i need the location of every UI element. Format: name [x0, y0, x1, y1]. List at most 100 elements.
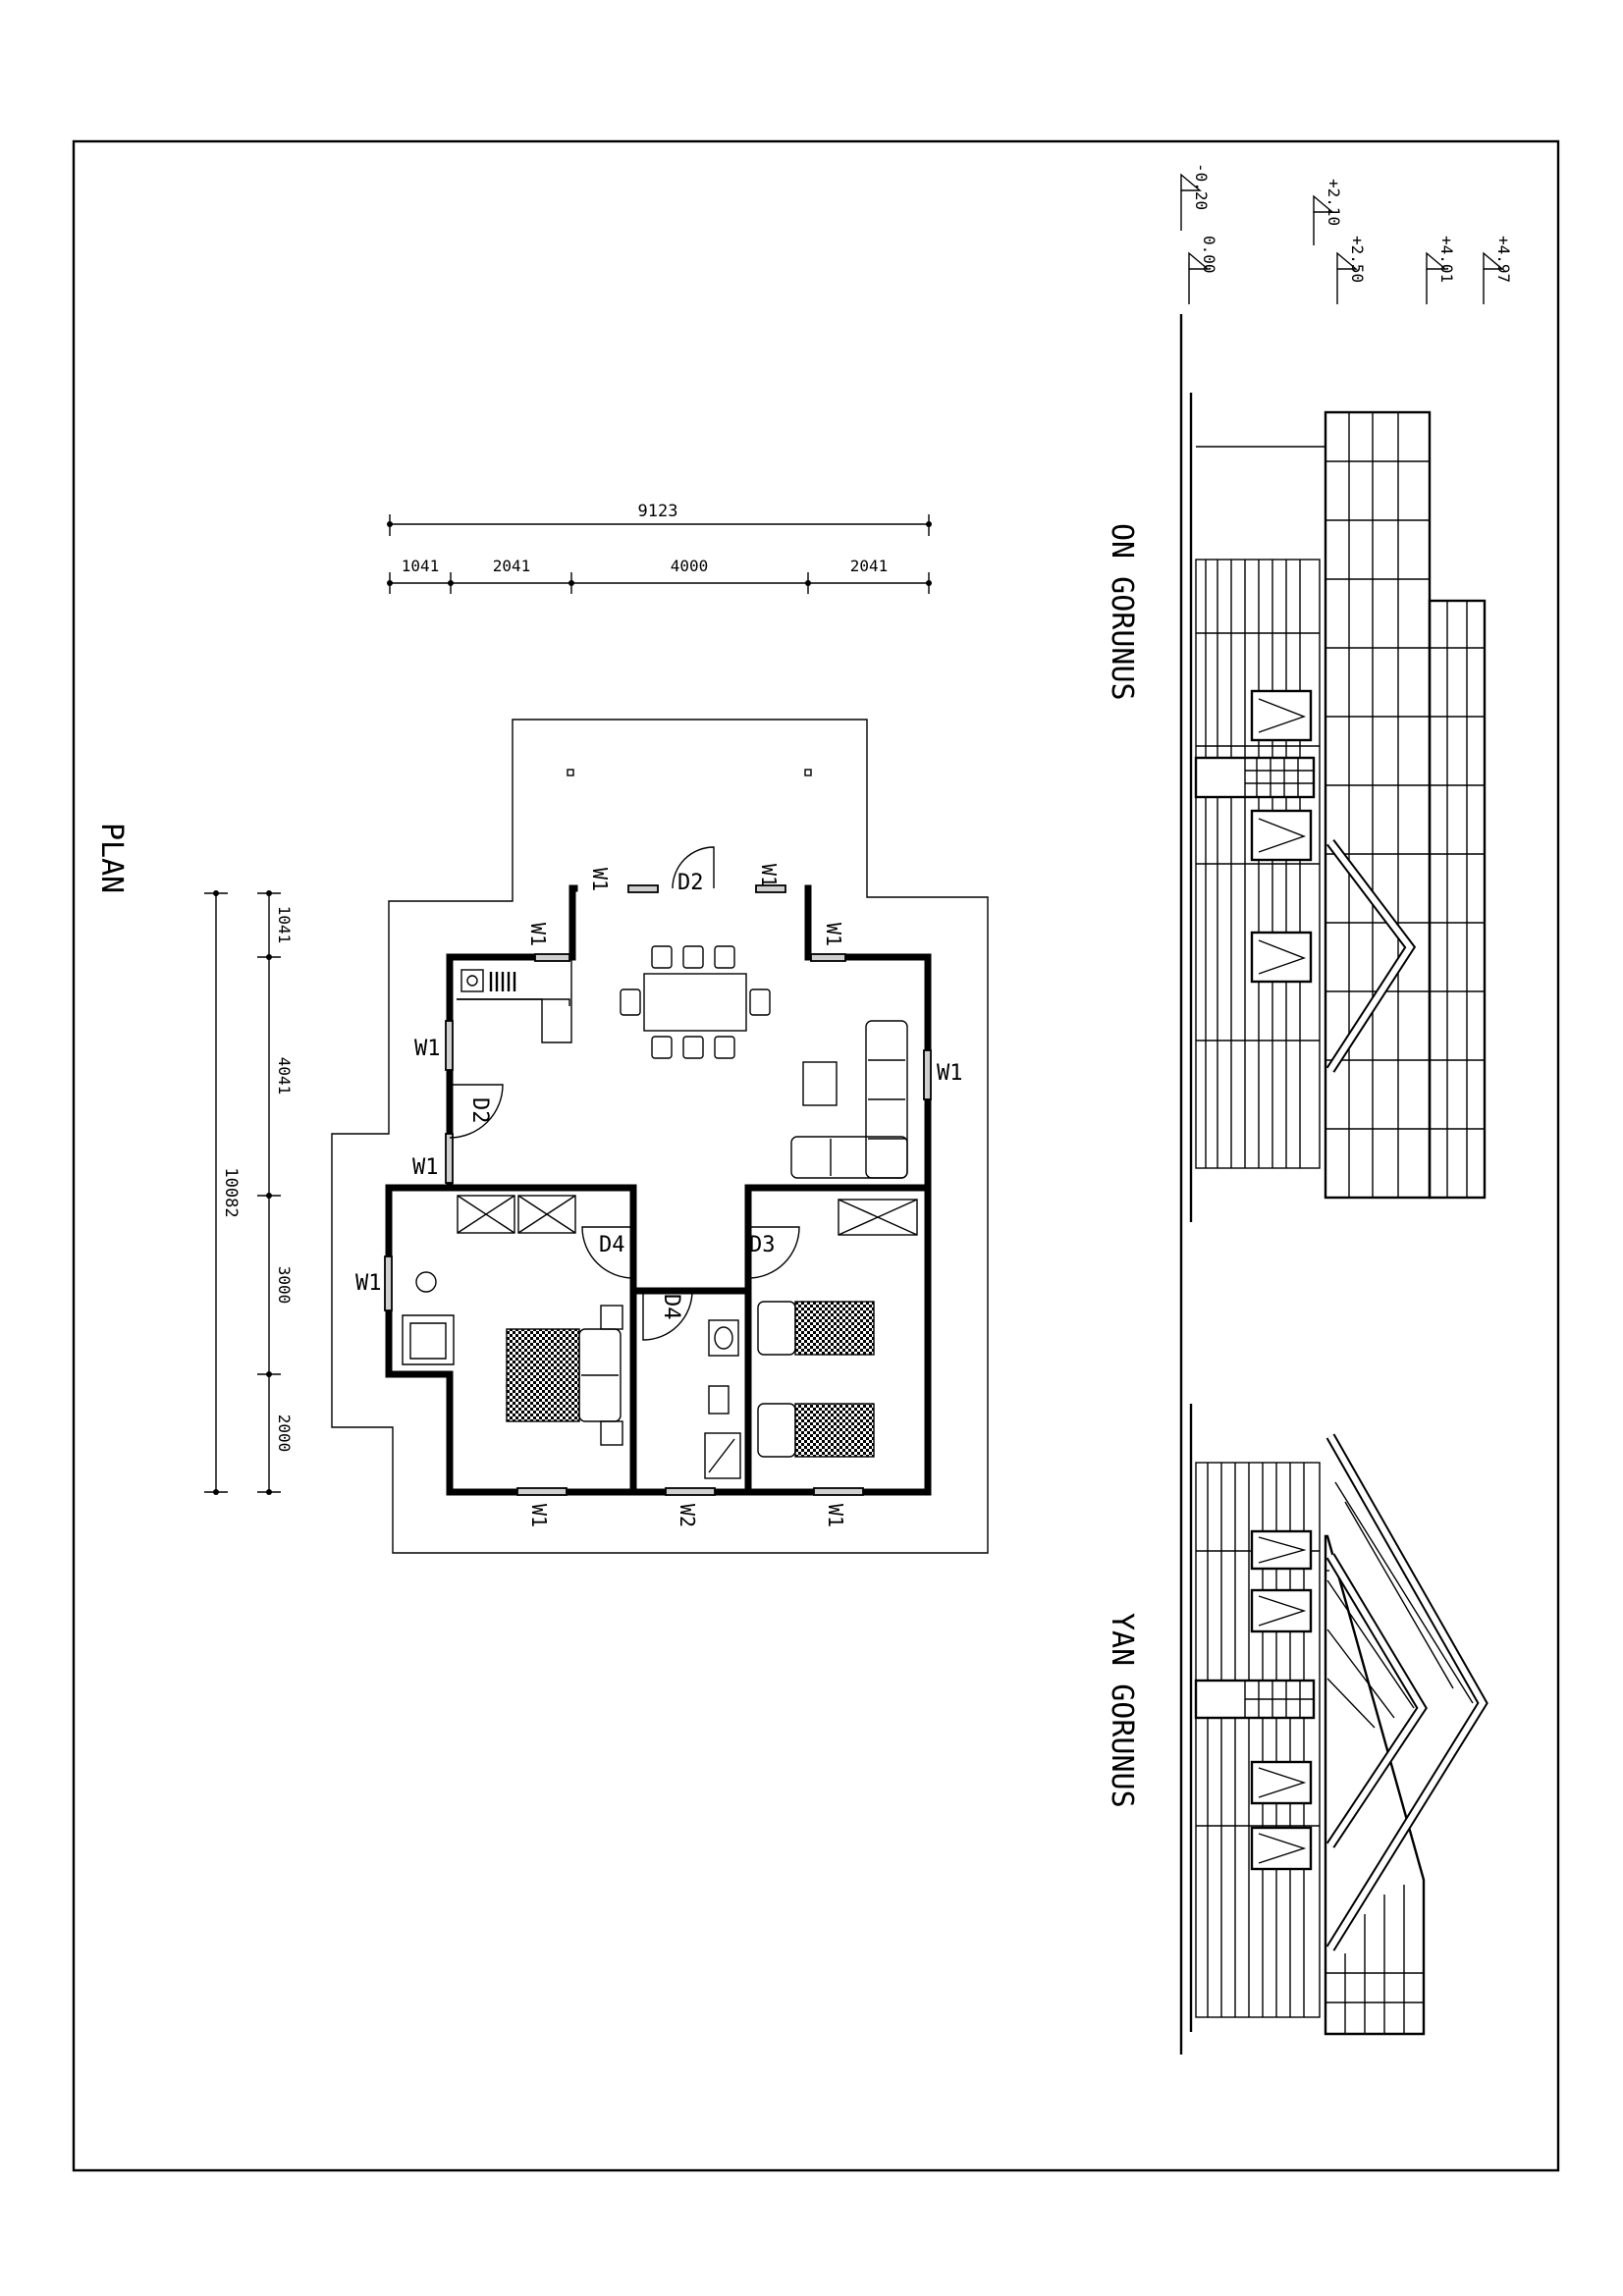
dim-label: 3000 [275, 1266, 294, 1305]
counter [457, 960, 572, 1043]
window [665, 1487, 716, 1496]
window [534, 953, 570, 962]
level-marker: +4.97 [1483, 236, 1513, 304]
bedroom-left [402, 1195, 623, 1446]
doors [449, 846, 800, 1341]
dim-label: 2041 [493, 557, 531, 575]
level-marker: +2.10 [1313, 179, 1343, 245]
dim-label: 1041 [275, 906, 294, 944]
level-markers: -0.20 0.00 +2.10 +2.50 +4.01 [1180, 163, 1513, 304]
wall-siding [1196, 1463, 1320, 2017]
door-swing [672, 846, 715, 889]
window-label: W1 [822, 923, 845, 946]
dim-label: 1041 [402, 557, 440, 575]
nightstand [600, 1420, 623, 1446]
front-elevation-title: ON GORUNUS [1105, 523, 1139, 701]
single-bed [794, 1403, 875, 1458]
door-labels: D2 D2 D4 D3 D4 [467, 871, 776, 1320]
window-label: W1 [527, 1504, 551, 1527]
counter [457, 998, 570, 1006]
sheet-border [72, 139, 1560, 2172]
window-label: W1 [414, 1037, 441, 1061]
entrance-door [1194, 756, 1316, 799]
single-bed [794, 1301, 875, 1356]
column-marker [804, 769, 812, 776]
window-label: W1 [757, 864, 781, 887]
door-label: D4 [599, 1233, 625, 1257]
side-elevation [1189, 1404, 1488, 2036]
dim-label: 4000 [671, 557, 709, 575]
window-label: W2 [676, 1504, 699, 1527]
sink-drain [466, 975, 478, 987]
dim-label: 2000 [275, 1415, 294, 1453]
window [384, 1255, 393, 1311]
dim-label: 2041 [850, 557, 889, 575]
wall-siding [1196, 560, 1320, 1168]
window [923, 1049, 932, 1100]
window [516, 1487, 568, 1496]
dimensions-horizontal: 9123 1041 2041 4000 2041 [387, 502, 932, 594]
door-swing [747, 1226, 800, 1279]
dimensions-vertical: 10082 1041 4041 3000 2000 [204, 890, 294, 1495]
door-label: D4 [659, 1294, 683, 1320]
side-elevation-title: YAN GORUNUS [1105, 1613, 1139, 1808]
plan-title: PLAN [94, 823, 129, 893]
level-marker: +4.01 [1426, 236, 1456, 304]
door-swing [449, 1084, 504, 1139]
window-label: W1 [937, 1061, 963, 1086]
window-label: W1 [588, 868, 612, 891]
window [627, 884, 659, 893]
partition-right-bedroom [744, 1184, 932, 1496]
nightstand [600, 1305, 623, 1330]
door-swing [642, 1290, 693, 1341]
side-door [1194, 1679, 1316, 1720]
dining-table [620, 945, 771, 1059]
sofa [790, 1020, 908, 1179]
window [445, 1133, 454, 1184]
stove-icon [489, 972, 516, 991]
elevations: -0.20 0.00 +2.10 +2.50 +4.01 [1105, 163, 1513, 2055]
level-marker: -0.20 [1180, 163, 1211, 231]
lamp-icon [415, 1271, 437, 1293]
terrace-outline [331, 719, 989, 1554]
front-elevation [1189, 393, 1487, 1222]
kitchen [457, 960, 572, 1043]
shower-icon [704, 1432, 741, 1479]
sink-icon [460, 969, 484, 992]
floor-plan: PLAN W1 W1 W1 W1 W1 [94, 502, 989, 1554]
side-roof [1324, 1433, 1488, 2036]
level-label: 0.00 [1200, 236, 1218, 274]
level-marker: +2.50 [1336, 236, 1367, 304]
elevation-windows [1250, 689, 1313, 984]
window [445, 1020, 454, 1071]
level-marker: 0.00 [1188, 236, 1218, 304]
window-label: W1 [824, 1504, 847, 1527]
pillow [757, 1403, 796, 1458]
coffee-table [802, 1061, 838, 1106]
door-label: D3 [749, 1233, 776, 1257]
double-bed [506, 1328, 580, 1422]
bathroom [704, 1319, 741, 1479]
window-label: W1 [526, 923, 550, 946]
level-label: -0.20 [1192, 163, 1211, 210]
window [755, 884, 786, 893]
partition-left-bedroom [446, 1184, 637, 1496]
level-label: +2.50 [1348, 236, 1367, 283]
column-marker [567, 769, 574, 776]
level-label: +4.97 [1494, 236, 1513, 283]
dim-label: 9123 [638, 502, 678, 521]
bedroom-right [757, 1199, 918, 1458]
window-label: W1 [355, 1271, 382, 1296]
dim-label: 10082 [221, 1167, 241, 1217]
toilet-icon [708, 1385, 730, 1415]
armchair [402, 1314, 455, 1365]
level-label: +4.01 [1437, 236, 1456, 283]
level-label: +2.10 [1325, 179, 1343, 226]
door-label: D2 [677, 871, 704, 895]
window [813, 1487, 864, 1496]
exterior-wall [385, 884, 932, 1496]
door-label: D2 [467, 1097, 492, 1124]
washbasin-icon [708, 1319, 739, 1357]
pillow [757, 1301, 796, 1356]
